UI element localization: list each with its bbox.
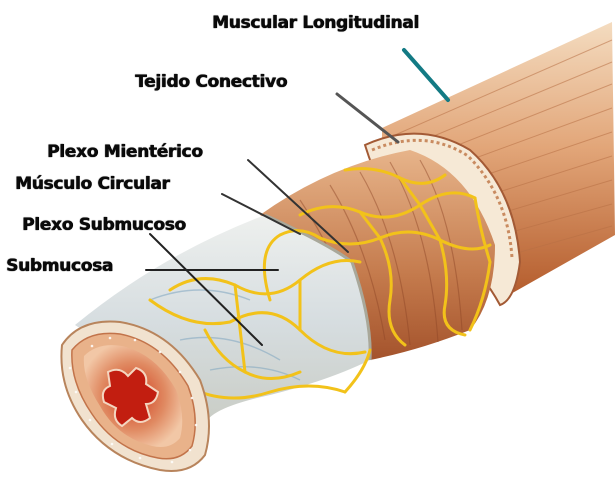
- leader-muscular-longitudinal: [404, 50, 448, 100]
- label-submucosa: Submucosa: [6, 256, 113, 276]
- label-muscular-longitudinal: Muscular Longitudinal: [212, 13, 419, 33]
- label-musculo-circular: Músculo Circular: [15, 174, 170, 194]
- label-plexo-mienterico: Plexo Mientérico: [47, 142, 203, 162]
- label-tejido-conectivo: Tejido Conectivo: [135, 72, 287, 92]
- label-plexo-submucoso: Plexo Submucoso: [22, 215, 186, 235]
- leader-tejido-conectivo: [337, 94, 398, 142]
